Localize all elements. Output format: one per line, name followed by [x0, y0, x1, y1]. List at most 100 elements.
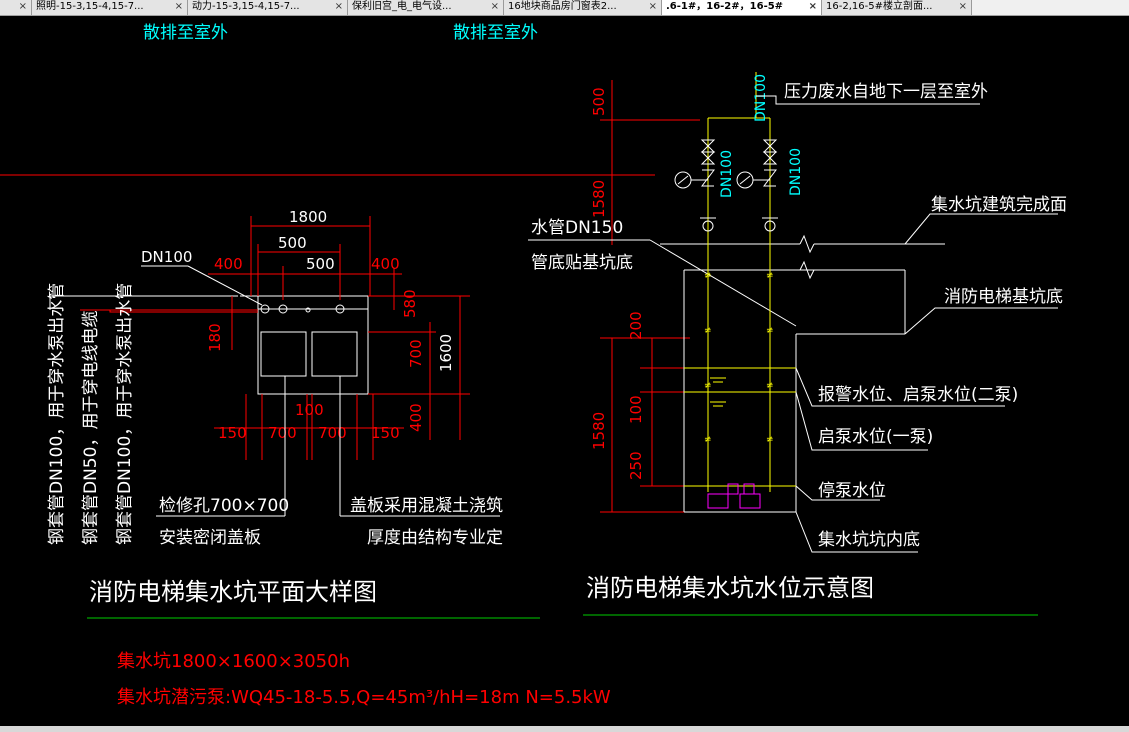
plan-dn100-label: DN100 [141, 248, 192, 266]
close-icon[interactable]: × [334, 1, 343, 12]
sec-dim-200: 200 [627, 311, 645, 340]
slab-break [799, 260, 815, 280]
document-tab-6[interactable]: 16-2,16-5#楼立剖面...× [822, 0, 972, 15]
document-tab-5-active[interactable]: .6-1#，16-2#，16-5#× [662, 0, 822, 15]
pipe-dn150 [649, 239, 797, 327]
pipe-mark: ≠ [766, 435, 774, 445]
section-view: 500 1580 200 100 1580 250 [528, 72, 1067, 616]
gauge-needle [739, 175, 751, 185]
pipe-mark: ≠ [704, 271, 712, 281]
dim-500a: 500 [278, 234, 307, 252]
sec-dn100-left: DN100 [719, 150, 735, 198]
access-hole-label: 检修孔700×700 [159, 496, 289, 516]
sealed-cover-label: 安装密闭盖板 [159, 528, 261, 548]
finish-floor-label: 集水坑建筑完成面 [931, 195, 1067, 215]
document-tab-bar: × 照明-15-3,15-4,15-7...× 动力-15-3,15-4,15-… [0, 0, 1129, 16]
document-tab-4[interactable]: 16地块商品房门窗表2...× [504, 0, 662, 15]
pit-bottom-label: 消防电梯基坑底 [944, 287, 1063, 307]
leader-stop [795, 485, 880, 501]
dim-400a: 400 [214, 255, 243, 273]
note-pit-size: 集水坑1800×1600×3050h [117, 651, 350, 672]
pipe-mark: ≠ [704, 326, 712, 336]
canvas-background [0, 16, 1129, 726]
cad-drawing-canvas[interactable]: 散排至室外 散排至室外 1800 500 400 500 400 DN100 [0, 16, 1129, 726]
check-valve-left [701, 169, 715, 187]
access-hole-left [260, 331, 307, 377]
access-hole-right [311, 331, 358, 377]
dim-400c: 400 [407, 403, 425, 432]
submersible-pumps [707, 483, 761, 509]
plan-title: 消防电梯集水坑平面大样图 [89, 578, 377, 606]
stop-level-label: 停泵水位 [818, 481, 886, 501]
leader-start [795, 391, 928, 451]
leader-finish-floor [904, 213, 1058, 245]
sleeve-label-3: 钢套管DN100，用于穿水泵出水管 [115, 283, 135, 545]
top-label-left: 散排至室外 [143, 23, 228, 43]
coupling-right [764, 220, 776, 232]
pipe-mark: ≠ [704, 435, 712, 445]
sleeve-circle-4 [335, 304, 345, 314]
leader-pit-inner [795, 511, 918, 553]
close-icon[interactable]: × [490, 1, 499, 12]
coupling-left [702, 220, 714, 232]
document-tab-2[interactable]: 动力-15-3,15-4,15-7...× [188, 0, 348, 15]
document-tab-0[interactable]: × [0, 0, 32, 15]
start-level-label: 启泵水位(一泵) [818, 427, 933, 447]
leader-alarm [795, 367, 1005, 407]
top-label-right: 散排至室外 [453, 23, 538, 43]
cover-note-2: 厚度由结构专业定 [367, 528, 503, 548]
close-icon[interactable]: × [174, 1, 183, 12]
sleeve-leader-1 [49, 295, 238, 310]
dim-700: 700 [407, 339, 425, 368]
sec-dn100-top: DN100 [753, 74, 769, 122]
dim-580: 580 [401, 289, 419, 318]
leader-pressure-drain [756, 95, 980, 105]
pipe-mark: ≠ [766, 381, 774, 391]
pipe-mark: ≠ [766, 326, 774, 336]
sleeve-circle-3 [305, 307, 311, 313]
status-bar [0, 726, 1129, 732]
finish-floor-break [799, 234, 815, 254]
dim-1800: 1800 [289, 208, 327, 226]
gate-valve-right [762, 139, 778, 165]
note-pump-spec: 集水坑潜污泵:WQ45-18-5.5,Q=45m³/hH=18m N=5.5kW [117, 687, 611, 708]
sleeve-circle-2 [278, 304, 288, 314]
sec-dim-100: 100 [627, 395, 645, 424]
plan-view: 1800 500 400 500 400 DN100 钢套管DN100，用于穿水… [47, 208, 540, 619]
sec-dim-1580b: 1580 [590, 412, 608, 450]
dim-700a: 700 [268, 424, 297, 442]
close-icon[interactable]: × [958, 1, 967, 12]
dim-150b: 150 [371, 424, 400, 442]
dim-700b: 700 [318, 424, 347, 442]
dim-150a: 150 [218, 424, 247, 442]
dn100-leader-diag [187, 265, 263, 306]
check-valve-right [763, 169, 777, 187]
alarm-level-label: 报警水位、启泵水位(二泵) [818, 385, 1018, 405]
dim-100: 100 [295, 401, 324, 419]
document-tab-3[interactable]: 保利旧宫_电_电气设...× [348, 0, 504, 15]
gate-valve-left [700, 139, 716, 165]
sec-dim-250: 250 [627, 451, 645, 480]
pipe-bottom-label: 管底贴基坑底 [531, 253, 633, 273]
gauge-needle [677, 175, 689, 185]
pipe-mark: ≠ [704, 381, 712, 391]
sleeve-circle-1 [260, 304, 270, 314]
close-icon[interactable]: × [808, 1, 817, 12]
section-title: 消防电梯集水坑水位示意图 [586, 574, 874, 602]
cover-note-1: 盖板采用混凝土浇筑 [350, 496, 503, 516]
dim-400b: 400 [371, 255, 400, 273]
leader-pit-bottom [904, 307, 1058, 335]
dim-500b: 500 [306, 255, 335, 273]
dim-1600: 1600 [437, 334, 455, 372]
pit-inner-label: 集水坑坑内底 [818, 530, 920, 550]
sec-dim-1580: 1580 [590, 180, 608, 218]
sec-dn100-right: DN100 [788, 148, 804, 196]
dim-180: 180 [206, 323, 224, 352]
pressure-drain-label: 压力废水自地下一层至室外 [784, 82, 988, 102]
pipe-dn150-label: 水管DN150 [531, 218, 623, 238]
close-icon[interactable]: × [648, 1, 657, 12]
close-icon[interactable]: × [18, 1, 27, 12]
document-tab-1[interactable]: 照明-15-3,15-4,15-7...× [32, 0, 188, 15]
pipe-mark: ≠ [766, 271, 774, 281]
sec-dim-500: 500 [590, 87, 608, 116]
